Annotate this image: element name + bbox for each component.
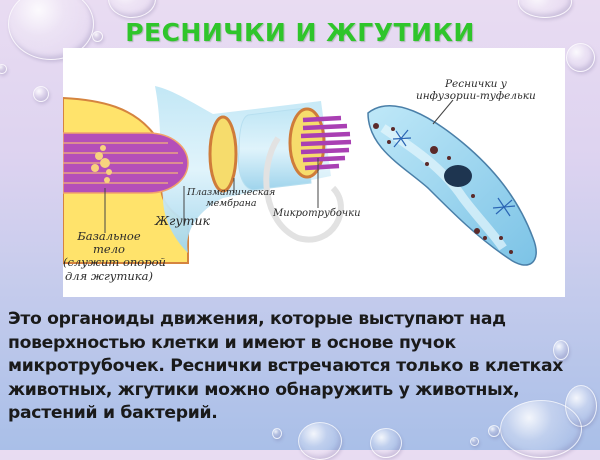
slide-title: РЕСНИЧКИ И ЖГУТИКИ	[125, 18, 475, 47]
paragraph-line: микротрубочек. Реснички встречаются толь…	[8, 356, 564, 376]
water-droplet	[518, 0, 572, 18]
label-plasma-membrane: Плазматическая мембрана	[187, 187, 276, 209]
label-paramecium-cilia: Реснички у инфузории-туфельки	[416, 78, 536, 103]
paragraph-line: Это органоиды движения, которые выступаю…	[8, 309, 506, 329]
paragraph-line: животных, жгутики можно обнаружить у жив…	[8, 379, 520, 400]
water-droplet	[488, 425, 500, 437]
water-droplet	[566, 43, 595, 72]
paramecium-illustration	[367, 99, 537, 266]
water-droplet	[108, 0, 156, 18]
water-droplet	[370, 428, 402, 458]
description-paragraph: Это органоиды движения, которые выступаю…	[8, 308, 598, 426]
label-basal-body: Базальное тело (служит опорой для жгутик…	[63, 229, 166, 283]
paragraph-line: растений и бактерий.	[8, 403, 218, 423]
label-flagellum: Жгутик	[155, 213, 210, 228]
water-droplet	[272, 428, 282, 439]
flagellum-illustration	[63, 86, 537, 266]
water-droplet	[298, 422, 342, 460]
paragraph-line: поверхностью клетки и имеют в основе пуч…	[8, 332, 456, 353]
water-droplet	[33, 86, 49, 102]
water-droplet	[0, 64, 7, 74]
water-droplet	[470, 437, 479, 446]
figure-panel: Базальное тело (служит опорой для жгутик…	[63, 48, 565, 297]
water-droplet	[92, 31, 103, 42]
label-microtubules: Микротрубочки	[273, 208, 361, 219]
water-droplet	[553, 340, 569, 360]
water-droplet	[500, 400, 582, 458]
